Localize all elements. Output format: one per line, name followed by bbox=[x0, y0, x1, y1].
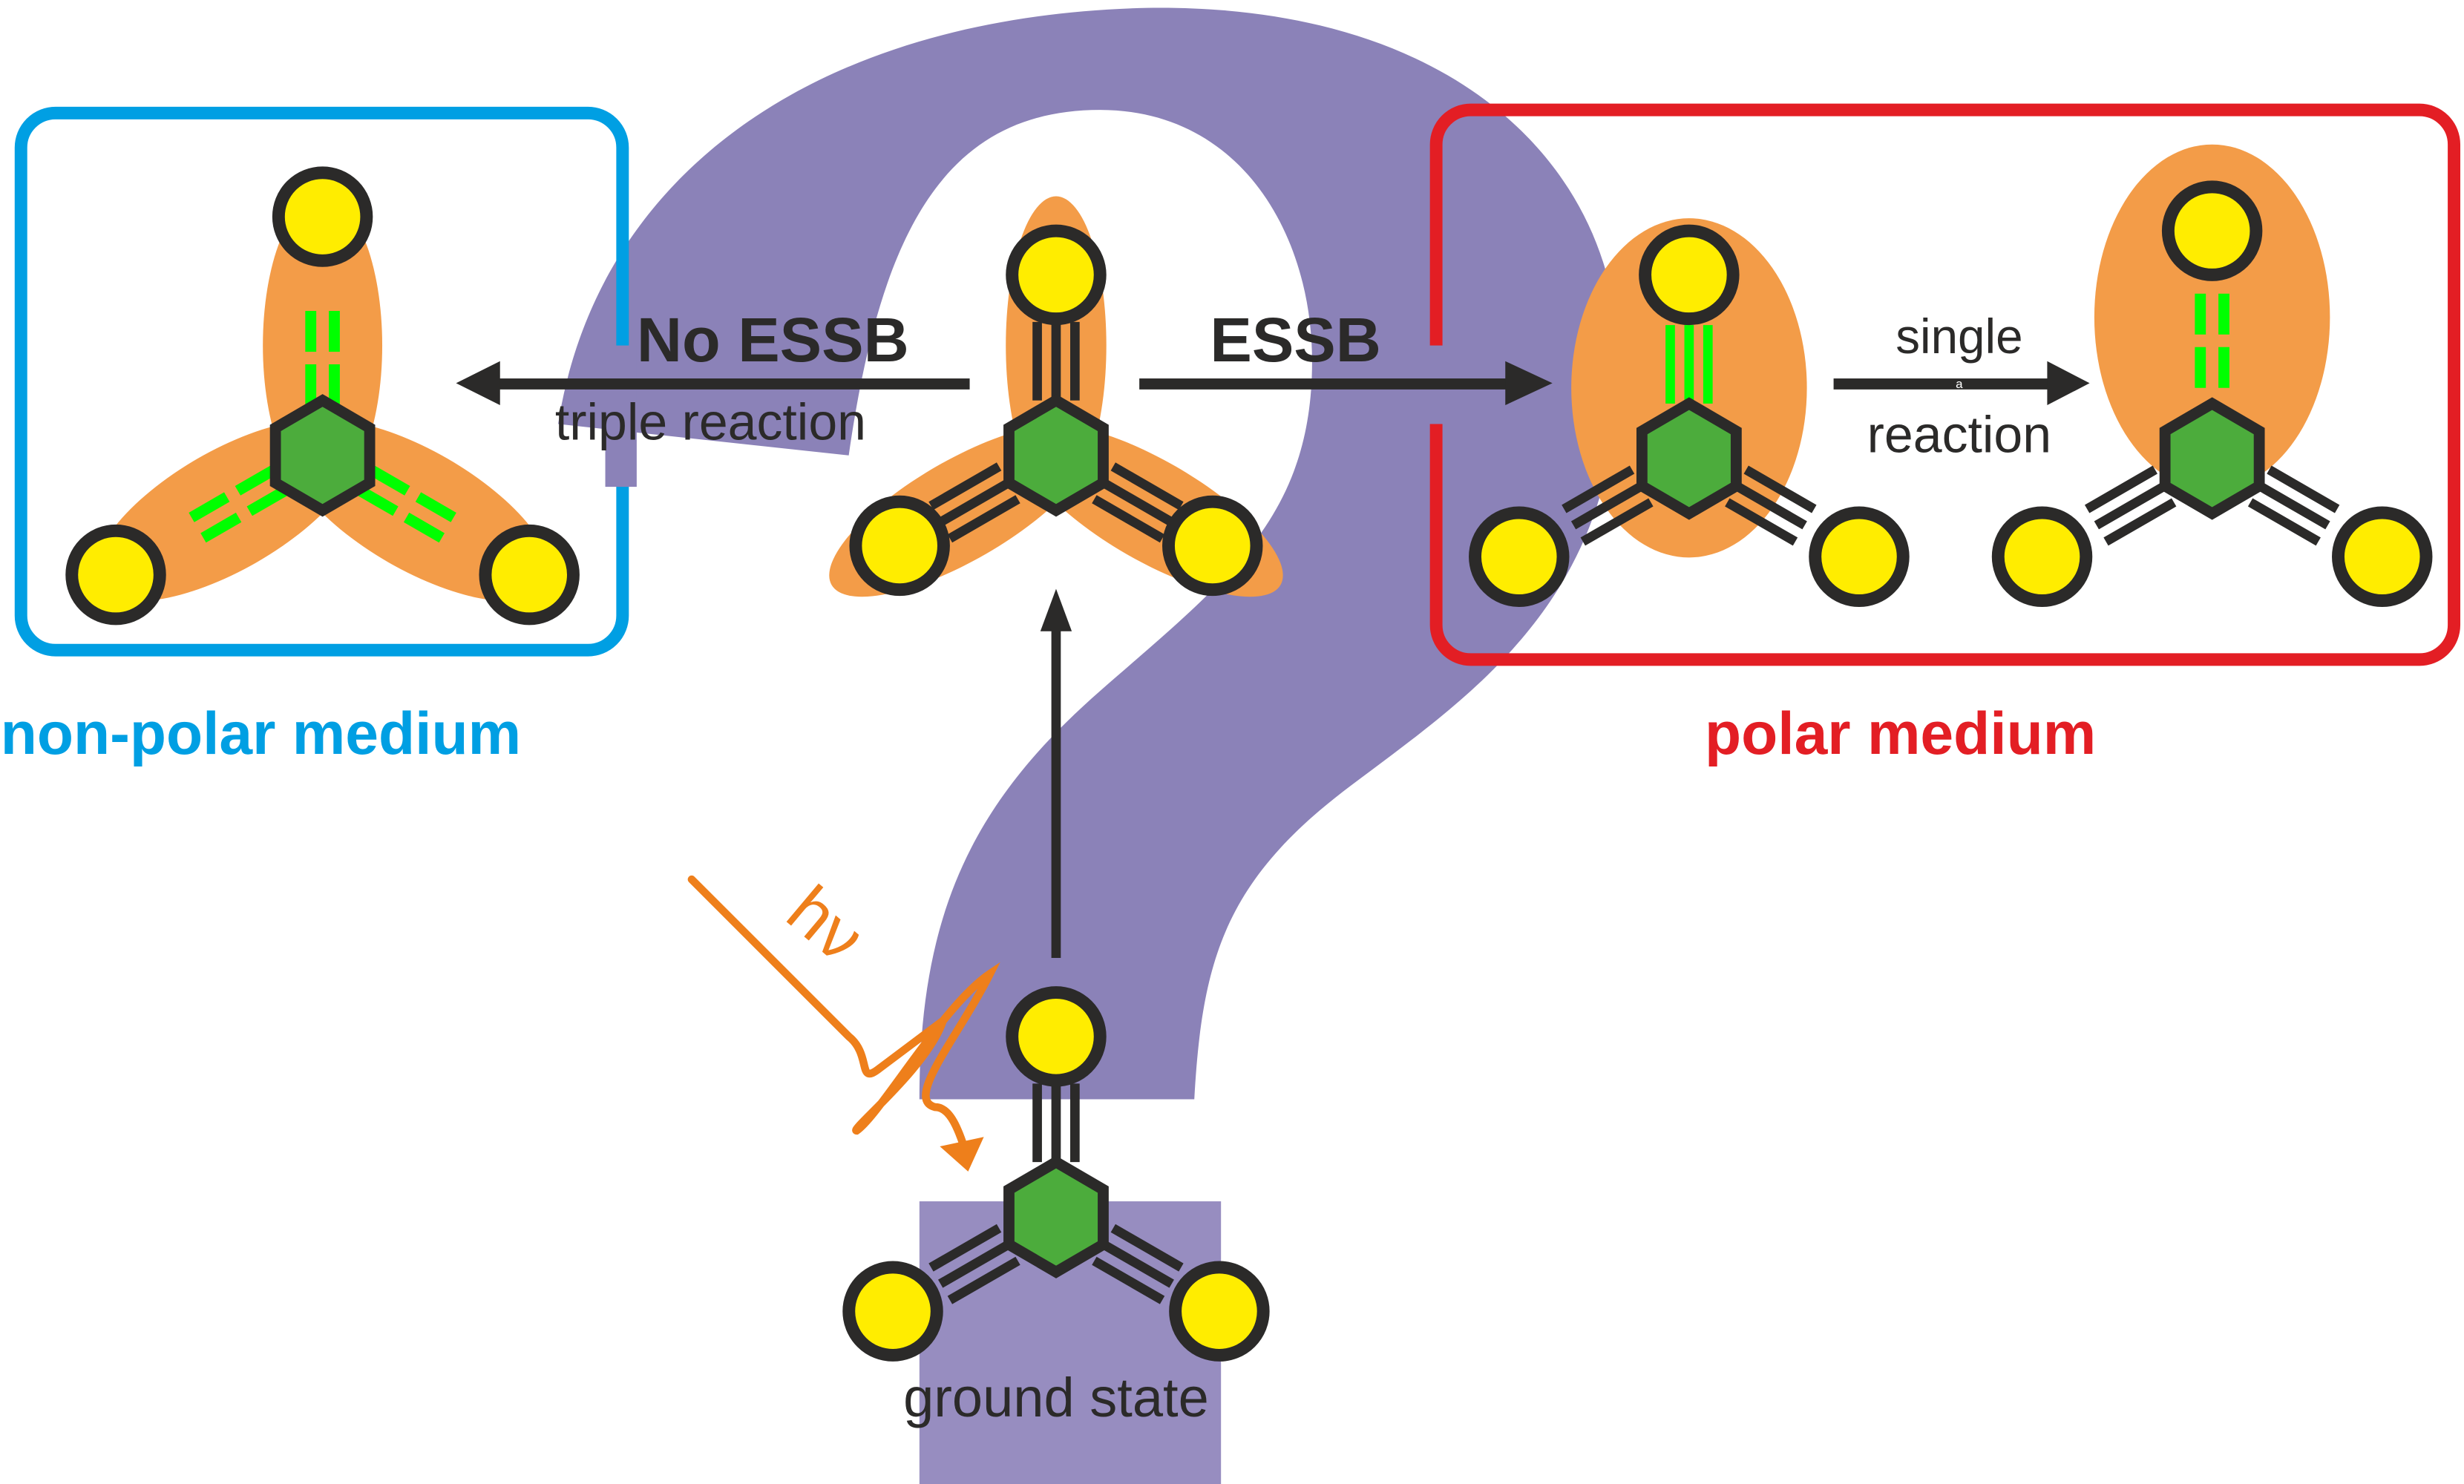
hv-label: hν bbox=[773, 871, 879, 977]
arrow-essb bbox=[1139, 361, 1553, 406]
polar-medium-label: polar medium bbox=[1705, 700, 2096, 767]
single-label: single bbox=[1895, 309, 2022, 364]
polar-localized-molecule bbox=[1475, 218, 1904, 600]
question-mark-shape bbox=[558, 7, 1619, 1484]
essb-label: ESSB bbox=[1210, 304, 1381, 375]
no-essb-label: No ESSB bbox=[637, 304, 909, 375]
polar-product-molecule bbox=[1998, 144, 2426, 601]
non-polar-medium-label: non-polar medium bbox=[1, 700, 521, 767]
photon-icon bbox=[687, 875, 1000, 1172]
excited-state-molecule bbox=[829, 196, 1283, 597]
triple-reaction-label: triple reaction bbox=[555, 393, 866, 451]
arrow-no-essb bbox=[456, 361, 970, 406]
ground-state-label: ground state bbox=[903, 1367, 1209, 1428]
arrow-single-reaction bbox=[1833, 361, 2090, 406]
non-polar-product-molecule bbox=[68, 173, 577, 637]
small-a-label: a bbox=[1956, 377, 1963, 391]
arrow-excitation bbox=[1040, 588, 1072, 959]
reaction-label: reaction bbox=[1867, 406, 2051, 464]
